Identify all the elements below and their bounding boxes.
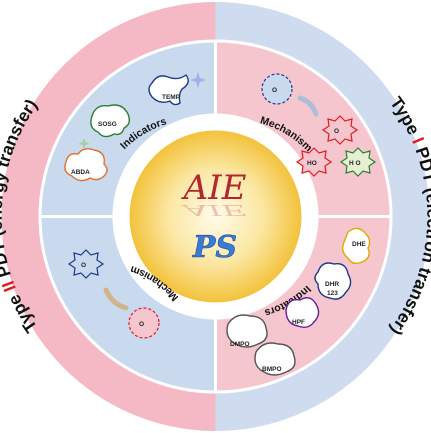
indicator-icons-top-left: TEMP SOSG ABDA — [64, 72, 206, 182]
arrow-icon — [297, 95, 319, 117]
svg-text:123: 123 — [327, 290, 338, 297]
svg-text:O: O — [81, 262, 86, 269]
svg-text:O: O — [334, 128, 339, 135]
svg-text:HO: HO — [307, 160, 317, 167]
abda-probe-icon: ABDA — [64, 147, 108, 182]
dmpo-probe-icon: DMPO — [226, 314, 268, 348]
svg-text:BMPO: BMPO — [262, 366, 282, 373]
hpf-probe-icon: HPF — [285, 297, 320, 329]
dhe-probe-icon: DHE — [341, 227, 371, 265]
superoxide-burst-icon: O — [321, 115, 359, 145]
sosg-probe-icon: SOSG — [78, 104, 131, 149]
mechanism-icons-top-right: O O HO H O — [261, 73, 377, 177]
indicator-icons-bottom-right: DHE DHR 123 HPF DMPO BMPO — [226, 227, 371, 376]
svg-text:ABDA: ABDA — [71, 169, 90, 176]
dhr-probe-icon: DHR 123 — [314, 262, 352, 300]
arrow-icon-2 — [103, 287, 129, 311]
singlet-oxygen-burst-icon: O — [67, 249, 105, 279]
center-circle — [129, 130, 302, 303]
svg-text:DHR: DHR — [325, 281, 339, 288]
svg-text:TEMP: TEMP — [162, 94, 181, 101]
svg-text:SOSG: SOSG — [98, 121, 117, 128]
temp-probe-icon: TEMP — [148, 72, 206, 106]
aie-title: AIE — [181, 168, 247, 208]
svg-text:HPF: HPF — [292, 319, 305, 326]
svg-text:O: O — [139, 321, 144, 328]
svg-text:DMPO: DMPO — [230, 341, 250, 348]
oxygen-circle-icon-2: O — [128, 307, 160, 339]
svg-text:DHE: DHE — [352, 241, 366, 248]
svg-text:O: O — [272, 87, 277, 94]
aie-reflection: AIE — [180, 201, 247, 218]
mechanism-icons-bottom-left: O O — [67, 249, 160, 339]
ps-title: PS — [192, 230, 237, 265]
svg-text:H O: H O — [349, 160, 361, 167]
hydroxyl-burst-icon: HO — [295, 147, 333, 177]
oxygen-circle-icon: O — [261, 73, 293, 105]
bmpo-probe-icon: BMPO — [254, 342, 296, 376]
peroxide-burst-icon: H O — [339, 147, 377, 177]
